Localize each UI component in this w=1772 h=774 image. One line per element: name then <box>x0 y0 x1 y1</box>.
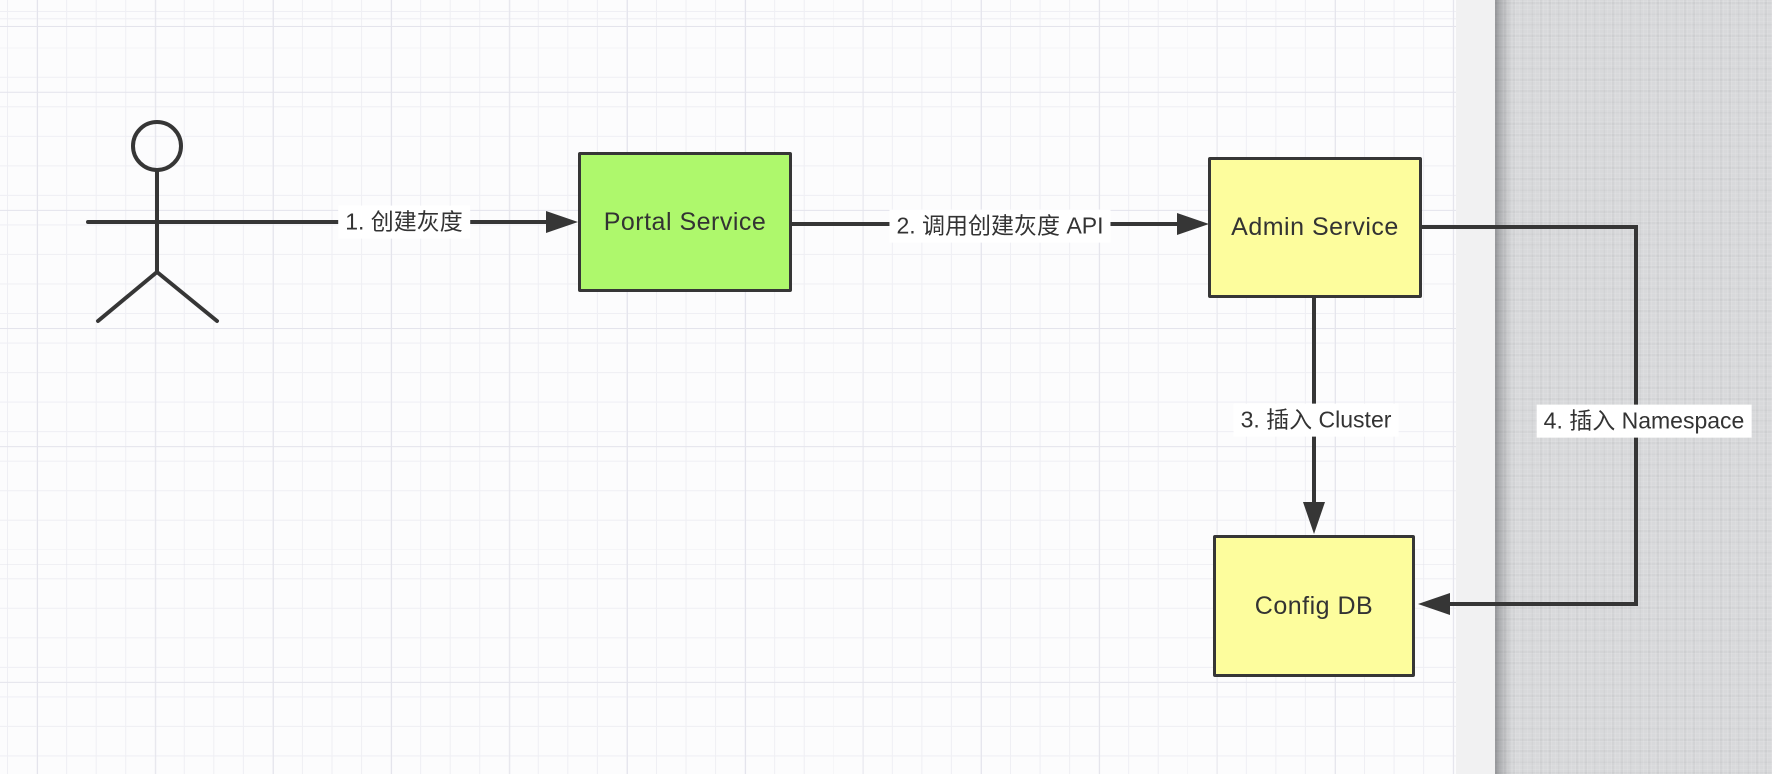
node-admin-service[interactable]: Admin Service <box>1208 157 1422 298</box>
edge-step3-arrowhead-icon <box>1303 502 1325 534</box>
actor-head <box>131 120 183 172</box>
node-admin-service-label: Admin Service <box>1231 213 1399 241</box>
edge-step3-connector[interactable] <box>1303 298 1325 534</box>
edge-step3-label[interactable]: 3. 插入 Cluster <box>1233 403 1399 437</box>
canvas-edge-shadow <box>1495 0 1513 774</box>
desk-background <box>1495 0 1772 774</box>
edge-step2-label[interactable]: 2. 调用创建灰度 API <box>889 209 1111 243</box>
node-portal-service-label: Portal Service <box>603 207 767 236</box>
actor-stick-figure-icon[interactable] <box>86 120 230 323</box>
node-portal-service[interactable]: Portal Service <box>578 152 792 292</box>
actor-leg-right <box>155 270 219 323</box>
node-config-db[interactable]: Config DB <box>1213 535 1415 677</box>
grid-canvas[interactable] <box>0 0 1456 774</box>
edge-step1-arrowhead-icon <box>546 211 578 233</box>
edge-step4-label[interactable]: 4. 插入 Namespace <box>1536 404 1752 438</box>
canvas-margin-strip <box>1456 0 1495 774</box>
actor-leg-left <box>96 270 159 323</box>
edge-step4-arrowhead-icon <box>1418 593 1450 615</box>
edge-step1-label[interactable]: 1. 创建灰度 <box>338 205 470 239</box>
node-config-db-label: Config DB <box>1254 591 1374 620</box>
edge-step2-arrowhead-icon <box>1177 213 1209 235</box>
